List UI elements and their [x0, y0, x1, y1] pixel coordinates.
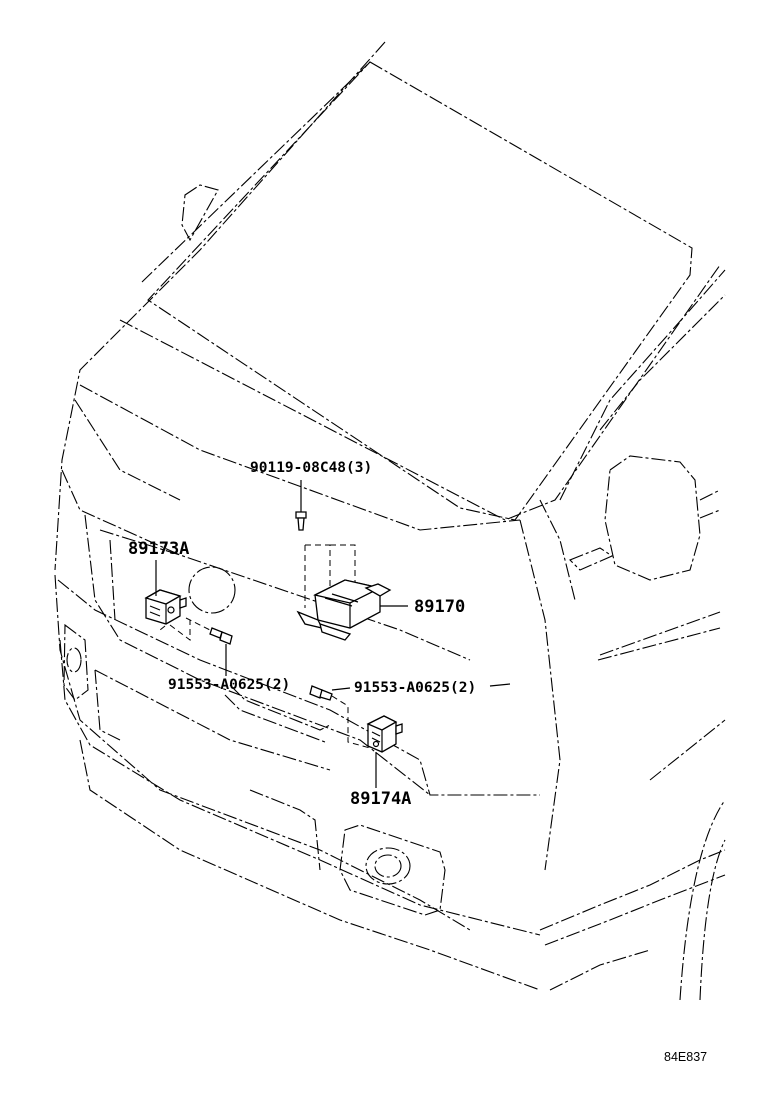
figure-code: 84E837	[664, 1050, 708, 1064]
label-sensor-89173a: 89173A	[128, 539, 190, 559]
label-sensor-89174a: 89174A	[350, 789, 412, 809]
front-sensor-89173a	[144, 560, 191, 641]
label-bolt-91553-a0625-right: 91553-A0625(2)	[354, 680, 477, 696]
airbag-ecu-89170	[296, 544, 392, 641]
vehicle-body-outline	[54, 41, 726, 1001]
label-bolt-91553-a0625-left: 91553-A0625(2)	[168, 677, 291, 693]
label-bolt-90119-08c48: 90119-08C48(3)	[250, 460, 373, 476]
label-ecu-89170: 89170	[414, 597, 466, 617]
front-sensor-89174a	[366, 715, 403, 788]
leader-lines	[380, 605, 511, 687]
bolt-91553-a0625-left-icon	[185, 617, 233, 676]
bolt-90119-08c48-icon	[295, 480, 307, 531]
bolt-91553-a0625-right-icon	[309, 685, 371, 749]
